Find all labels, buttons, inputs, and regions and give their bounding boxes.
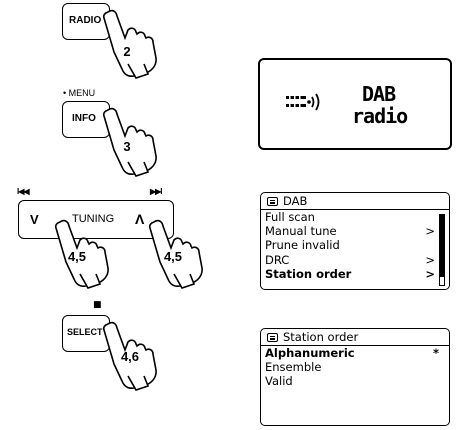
info-button[interactable]: INFO <box>62 101 110 138</box>
tuning-up-label[interactable]: Λ <box>135 211 145 227</box>
station-order-item-label: Alphanumeric <box>265 346 355 360</box>
submenu-arrow-icon: > <box>425 252 435 267</box>
dab-menu-scrollbar[interactable] <box>439 214 445 286</box>
station-order-item-label: Ensemble <box>265 360 322 375</box>
step-number-tuning-up: 4,5 <box>163 249 183 264</box>
pointing-hand-icon <box>102 321 157 391</box>
dab-menu-item-label: Station order <box>265 266 352 281</box>
menu-icon <box>267 197 278 206</box>
station-order-title-row: Station order <box>261 329 449 346</box>
dab-menu-title: DAB <box>283 194 308 208</box>
submenu-arrow-icon: > <box>425 266 435 281</box>
dab-menu-item-label: Prune invalid <box>265 238 340 253</box>
station-order-item-label: Valid <box>265 374 293 389</box>
pointing-hand-icon <box>102 9 157 79</box>
dab-screen-line2: radio <box>352 104 408 128</box>
select-symbol: ■ <box>93 300 102 310</box>
dab-signal-icon <box>286 93 320 111</box>
dab-menu-item[interactable]: Manual tune > <box>261 224 449 238</box>
pointing-hand-icon <box>102 107 157 177</box>
pointing-hand-icon <box>148 219 203 289</box>
step-number-info: 3 <box>123 139 131 154</box>
dab-menu-item-label: Full scan <box>265 210 315 224</box>
select-button-label: SELECT <box>67 327 103 337</box>
menu-icon <box>267 333 278 342</box>
pointing-hand-icon <box>54 219 109 289</box>
tuning-down-label[interactable]: V <box>30 212 39 227</box>
next-track-icon: ▶▶I <box>150 187 162 196</box>
station-order-title: Station order <box>283 330 359 344</box>
dab-menu-item[interactable]: Station order > <box>261 267 449 281</box>
step-number-tuning-down: 4,5 <box>67 249 87 264</box>
dab-radio-screen: DAB radio <box>258 58 452 150</box>
menu-label: • MENU <box>63 88 96 98</box>
station-order-item[interactable]: Alphanumeric * <box>261 346 449 360</box>
dab-menu-item[interactable]: Prune invalid <box>261 238 449 252</box>
step-number-select: 4,6 <box>120 349 140 364</box>
select-button[interactable]: SELECT <box>62 315 110 352</box>
tuning-label: TUNING <box>72 213 115 225</box>
current-setting-marker: * <box>432 346 439 360</box>
info-button-label: INFO <box>72 113 96 124</box>
radio-button[interactable]: RADIO <box>62 3 110 40</box>
station-order-item[interactable]: Valid <box>261 374 449 388</box>
radio-button-label: RADIO <box>69 15 102 26</box>
dab-menu-scroll-thumb[interactable] <box>440 215 444 277</box>
step-number-radio: 2 <box>123 44 131 59</box>
submenu-arrow-icon: > <box>425 224 435 239</box>
dab-menu-item-label: DRC <box>265 252 290 267</box>
previous-track-icon: I◀◀ <box>17 187 29 196</box>
dab-menu-item[interactable]: DRC > <box>261 253 449 267</box>
dab-screen-line1: DAB <box>362 82 396 106</box>
dab-menu-item-label: Manual tune <box>265 224 337 239</box>
tuning-button[interactable]: V TUNING Λ <box>18 200 174 239</box>
dab-menu-title-row: DAB <box>261 193 449 210</box>
station-order-item[interactable]: Ensemble <box>261 360 449 374</box>
dab-menu-item[interactable]: Full scan <box>261 210 449 224</box>
